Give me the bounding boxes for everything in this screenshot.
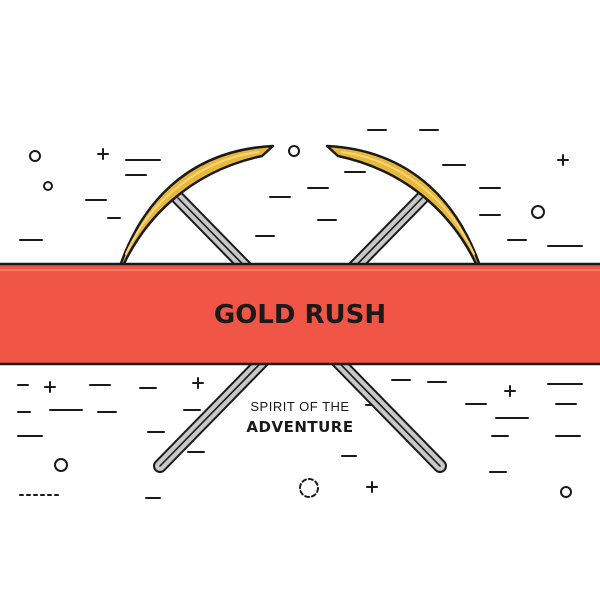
circle-mark bbox=[29, 150, 41, 162]
plus-mark bbox=[366, 481, 378, 493]
banner-band bbox=[0, 262, 600, 366]
circle-mark bbox=[531, 205, 545, 219]
subtitle-line-2: ADVENTURE bbox=[246, 418, 353, 436]
decorative-marks bbox=[17, 129, 583, 499]
banner-title: GOLD RUSH bbox=[214, 300, 386, 330]
dashed-circle-mark bbox=[299, 478, 319, 498]
circle-mark bbox=[43, 181, 53, 191]
plus-mark bbox=[192, 377, 204, 389]
circle-mark bbox=[54, 458, 68, 472]
circle-mark bbox=[560, 486, 572, 498]
subtitle-group: SPIRIT OF THE ADVENTURE bbox=[246, 399, 353, 436]
plus-mark bbox=[504, 385, 516, 397]
subtitle-line-1: SPIRIT OF THE bbox=[250, 399, 349, 414]
plus-mark bbox=[557, 154, 569, 166]
plus-mark bbox=[44, 381, 56, 393]
circle-mark bbox=[288, 145, 300, 157]
title-banner: GOLD RUSH bbox=[0, 262, 600, 366]
plus-mark bbox=[97, 148, 109, 160]
